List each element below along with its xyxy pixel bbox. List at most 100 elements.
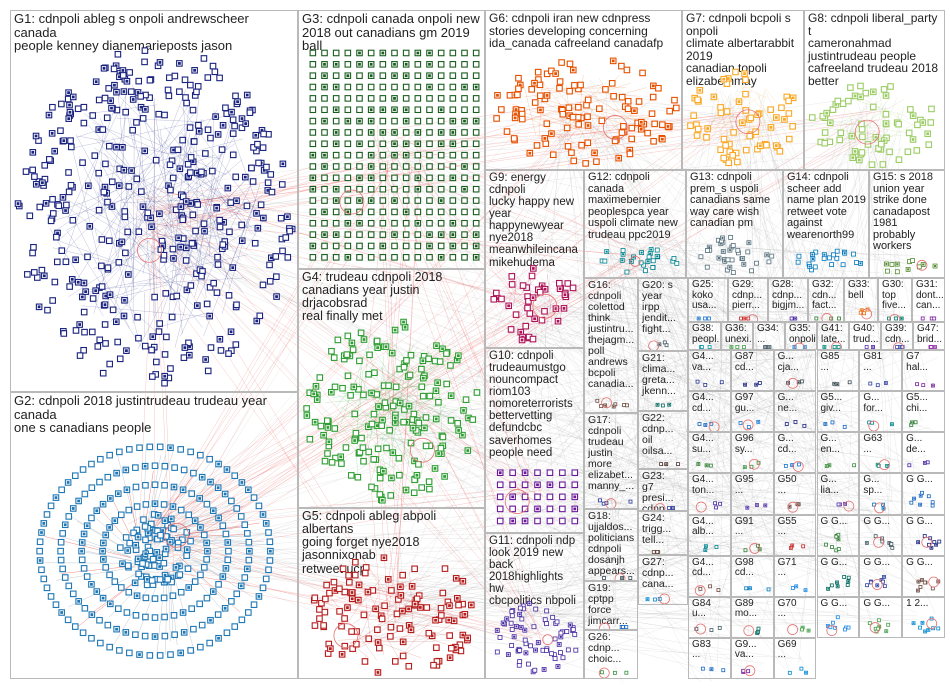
- group-panel-g30: G30: top five...: [878, 278, 912, 322]
- group-nodes: [598, 498, 633, 508]
- group-nodes: [14, 47, 296, 387]
- group-panel-gx14: G G...: [859, 555, 903, 597]
- group-label: G5... chi...: [906, 392, 928, 414]
- group-nodes: [784, 420, 806, 428]
- group-label: G9: energy cdnpoli lucky happy new year …: [489, 172, 578, 269]
- group-panel-g19: G19: cptpp force jimcarr... year...: [584, 581, 638, 630]
- group-label: G25: koko usa...: [692, 279, 717, 311]
- group-label: G26: cdnp... choic...: [588, 631, 622, 666]
- group-label: G16: cdnpoli colettod think justintru...…: [588, 279, 635, 391]
- group-nodes: [824, 463, 856, 469]
- group-label: G98 cd...: [734, 556, 754, 579]
- group-nodes: [694, 584, 721, 596]
- group-nodes: [496, 469, 579, 525]
- group-label: G G...: [906, 556, 933, 568]
- group-label: G4... alb...: [692, 515, 714, 537]
- group-nodes: [645, 593, 670, 604]
- group-panel-g11: G11: cdnpoli ndp look 2019 new back 2018…: [485, 533, 584, 679]
- group-nodes: [743, 542, 762, 554]
- group-panel-g98: G98 cd...: [730, 555, 774, 597]
- group-label: G G...: [863, 556, 890, 568]
- group-label: G... ne...: [777, 392, 798, 414]
- group-panel-g31: G31: dont... can...: [912, 278, 945, 322]
- group-label: G89 mo...: [734, 597, 758, 620]
- group-nodes: [309, 49, 480, 261]
- group-label: G G...: [906, 474, 933, 486]
- group-nodes: [696, 462, 713, 468]
- group-label: G69 ...: [777, 638, 797, 661]
- group-label: G41: late...: [821, 323, 846, 345]
- group-panel-gx6: G... en...: [816, 432, 860, 474]
- group-nodes: [493, 57, 680, 167]
- group-panel-g18: G18: ujjaldos... politicians cdnpoli dos…: [584, 509, 638, 581]
- group-panel-g9: G9: energy cdnpoli lucky happy new year …: [485, 170, 584, 348]
- group-panel-gx11: G G...: [859, 514, 903, 556]
- group-nodes: [648, 340, 669, 350]
- group-label: G... de...: [906, 433, 926, 455]
- group-label: G24: trigg... tell...: [642, 512, 672, 547]
- group-label: G2: cdnpoli 2018 justintrudeau trudeau y…: [14, 393, 267, 436]
- group-panel-g13: G13: cdnpoli prem_s uspoli canadians sam…: [686, 170, 783, 278]
- group-label: G23: g7 presi... cdnp...: [642, 470, 674, 511]
- group-label: G... for...: [863, 392, 883, 414]
- group-nodes: [825, 615, 850, 636]
- group-nodes: [836, 501, 854, 512]
- group-label: G5... giv...: [820, 392, 843, 414]
- group-nodes: [598, 667, 629, 678]
- group-label: G G...: [863, 515, 890, 527]
- group-label: G36: unexi...: [725, 323, 752, 345]
- group-label: G G...: [820, 515, 848, 527]
- group-panel-gx7: G... lia...: [816, 473, 860, 515]
- group-panel-g36: G36: unexi...: [721, 322, 753, 350]
- group-nodes: [659, 462, 680, 466]
- group-panel-g40: G40: trud...: [849, 322, 881, 350]
- group-nodes: [595, 397, 629, 409]
- group-nodes: [915, 382, 935, 388]
- group-nodes: [742, 381, 762, 387]
- group-panel-g25: G25: koko usa...: [688, 278, 728, 322]
- group-panel-g4x6: G4... cd...: [688, 555, 731, 597]
- group-nodes: [872, 502, 886, 514]
- group-label: G83 ...: [692, 638, 711, 661]
- group-nodes: [876, 459, 891, 471]
- group-panel-g24: G24: trigg... tell...: [638, 511, 688, 555]
- group-nodes: [490, 265, 577, 344]
- group-nodes: [655, 402, 672, 408]
- group-nodes: [831, 380, 852, 387]
- group-nodes: [916, 576, 941, 593]
- group-label: G G...: [906, 515, 933, 527]
- group-label: G63 ...: [863, 433, 883, 455]
- group-label: G32: cdn... fact...: [812, 279, 837, 311]
- group-panel-g87: G87 cd...: [730, 350, 774, 392]
- group-nodes: [742, 459, 761, 470]
- group-nodes: [739, 314, 759, 321]
- group-nodes: [825, 574, 851, 591]
- group-nodes: [892, 342, 905, 349]
- group-nodes: [916, 533, 942, 550]
- group-panel-g3: G3: cdnpoli canada onpoli new 2018 out c…: [298, 10, 485, 269]
- group-panel-g5x2: G5... chi...: [902, 391, 945, 433]
- group-panel-g10: G10: cdnpoli trudeaumustgo nouncompact r…: [485, 348, 584, 533]
- group-panel-g47: G47: brid...: [913, 322, 945, 350]
- group-panel-g70: G70 ...: [773, 596, 817, 638]
- group-panel-g26: G26: cdnp... choic...: [584, 630, 638, 679]
- group-panel-g27: G27: cdnp... cana...: [638, 555, 688, 605]
- group-label: G3: cdnpoli canada onpoli new 2018 out c…: [302, 11, 480, 54]
- group-nodes: [700, 666, 726, 672]
- group-panel-g35: G35: onpoli...: [785, 322, 817, 350]
- group-nodes: [884, 258, 938, 275]
- group-panel-gx12: G G...: [902, 514, 945, 556]
- group-label: G55 ...: [777, 515, 797, 537]
- group-nodes: [697, 421, 720, 432]
- group-panel-g29: G29: cdnp... pierr...: [728, 278, 768, 322]
- group-panel-g12: G12: cdnpoli canada maximebernier people…: [584, 170, 686, 278]
- group-nodes: [909, 491, 935, 508]
- group-label: G15: s 2018 union year strike done canad…: [873, 171, 933, 253]
- group-panel-g2: G2: cdnpoli 2018 justintrudeau trudeau y…: [10, 392, 298, 679]
- group-panel-g7x: G7 hal...: [902, 350, 945, 392]
- group-label: G4... ton...: [692, 474, 715, 496]
- group-panel-g9x: G9... va...: [730, 637, 774, 679]
- group-nodes: [698, 234, 775, 275]
- group-panel-g33: G33: bell: [844, 278, 878, 322]
